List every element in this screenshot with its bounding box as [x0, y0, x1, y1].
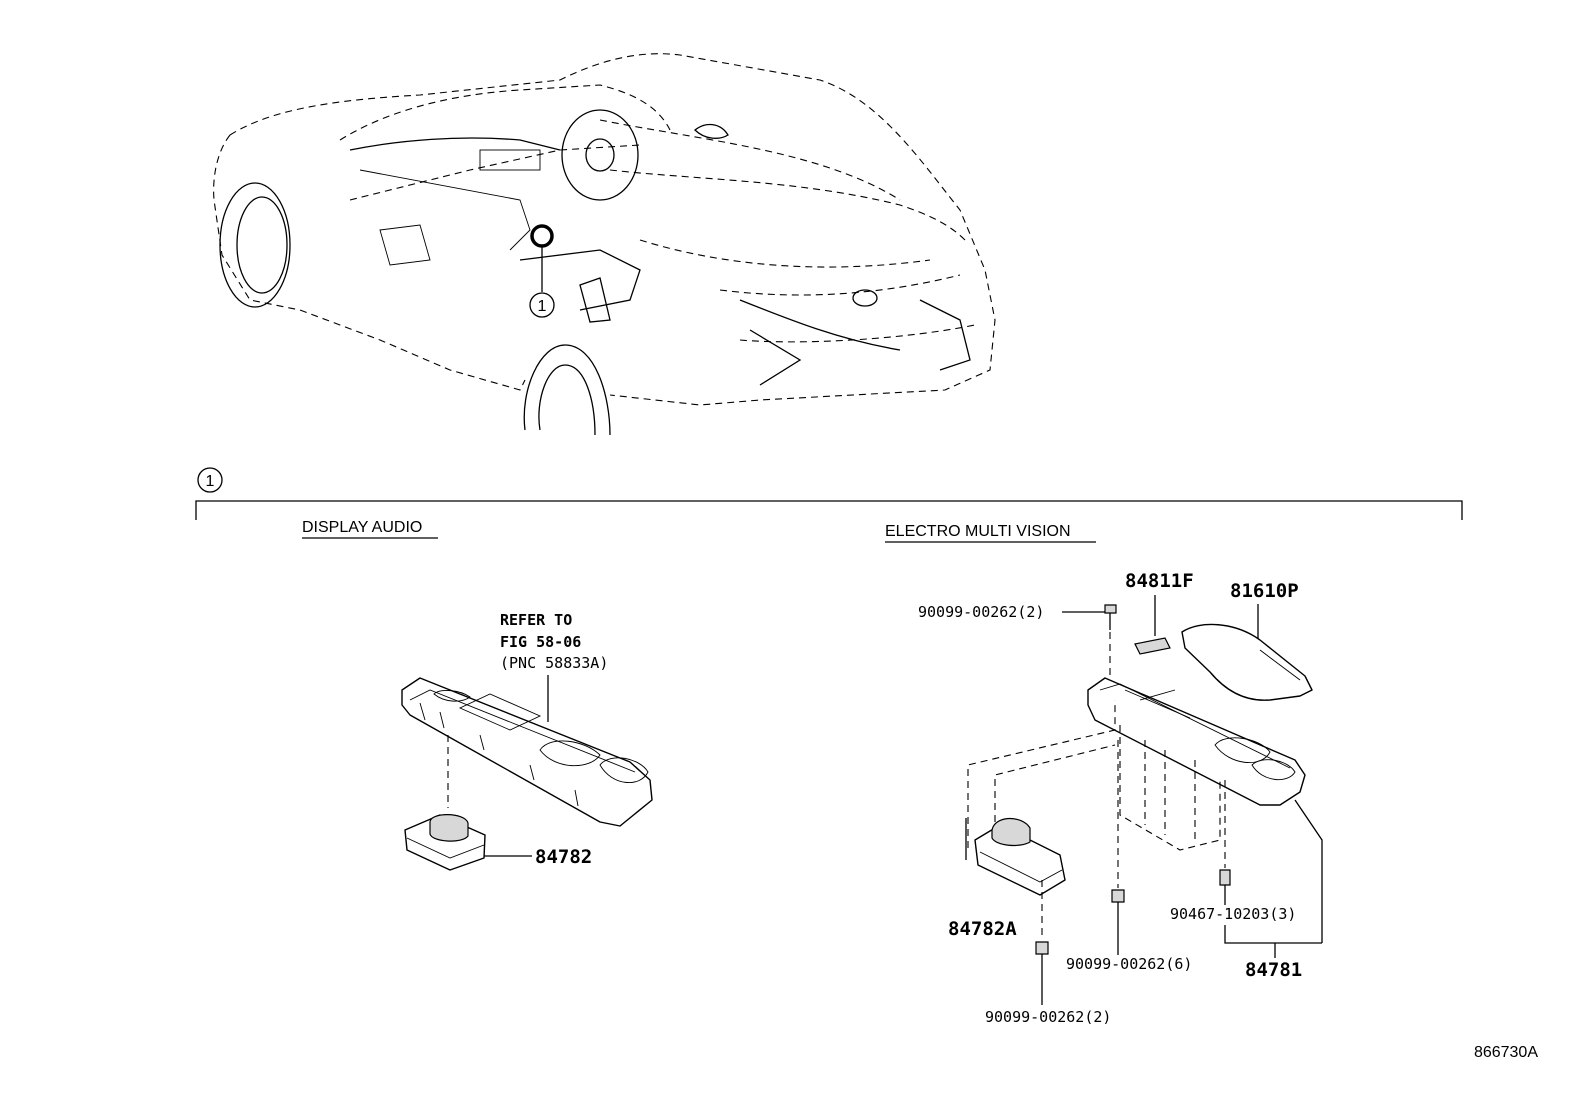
- refer-line-1: REFER TO: [500, 611, 572, 629]
- refer-line-3: (PNC 58833A): [500, 654, 608, 672]
- figure-id: 866730A: [1474, 1044, 1538, 1061]
- part-label-screw-bottom: 90099-00262(2): [985, 1008, 1111, 1026]
- callout-car-number: 1: [538, 298, 547, 315]
- refer-line-2: FIG 58-06: [500, 633, 581, 651]
- part-label-84811F: 84811F: [1125, 570, 1194, 592]
- part-label-84782: 84782: [535, 846, 592, 868]
- part-label-84782A: 84782A: [948, 918, 1017, 940]
- part-label-clip: 90467-10203(3): [1170, 905, 1296, 923]
- callout-section-number: 1: [206, 473, 215, 490]
- part-label-84781: 84781: [1245, 959, 1302, 981]
- section-label-display-audio: DISPLAY AUDIO: [302, 519, 422, 536]
- part-label-81610P: 81610P: [1230, 580, 1299, 602]
- electro-multi-vision-assembly: 90099-00262(2) 84811F 81610P 84782A: [918, 570, 1323, 1026]
- car-illustration: 1: [213, 53, 996, 436]
- section-header: 1 DISPLAY AUDIO ELECTRO MULTI VISION: [195, 467, 1463, 543]
- part-label-screw-middle: 90099-00262(6): [1066, 955, 1192, 973]
- part-label-screw-top: 90099-00262(2): [918, 603, 1044, 621]
- display-audio-assembly: REFER TO FIG 58-06 (PNC 58833A) 84782: [401, 611, 653, 871]
- section-label-electro-multi-vision: ELECTRO MULTI VISION: [885, 523, 1071, 540]
